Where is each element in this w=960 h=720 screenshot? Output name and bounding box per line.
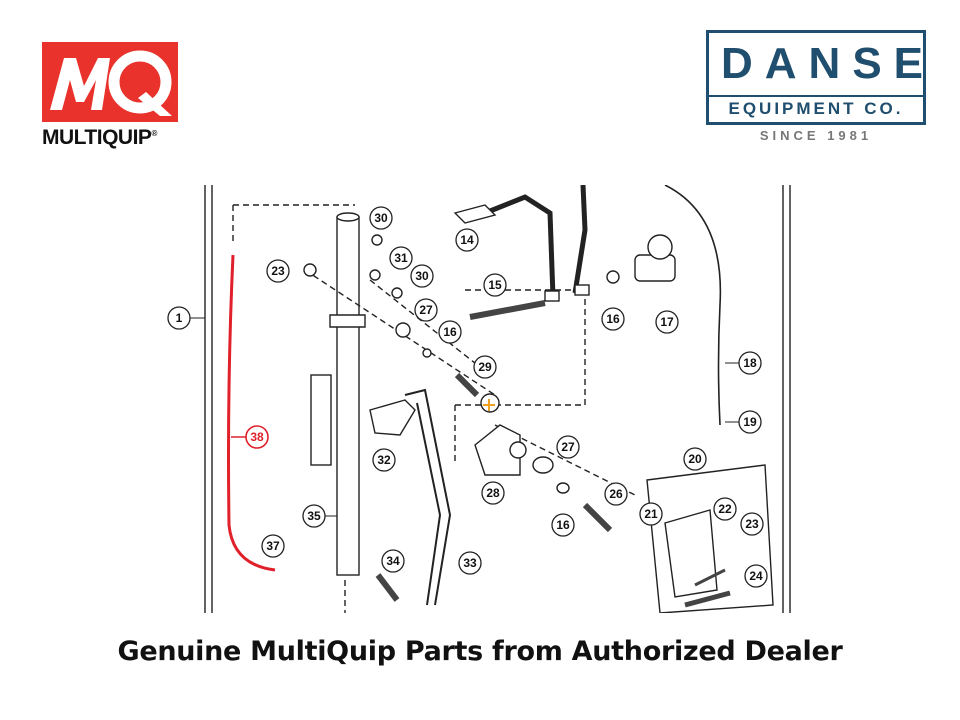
caption: Genuine MultiQuip Parts from Authorized … (117, 636, 843, 667)
svg-text:23: 23 (271, 264, 285, 278)
callout-24: 24 (744, 564, 768, 588)
center-marker (483, 399, 495, 411)
danse-subtitle: EQUIPMENT CO. (728, 99, 904, 118)
svg-text:24: 24 (749, 569, 763, 583)
svg-text:14: 14 (460, 233, 474, 247)
multiquip-wordmark: MULTIQUIP® (42, 126, 157, 149)
callout-35: 35 (302, 504, 337, 528)
callout-21: 21 (639, 502, 663, 526)
danse-name: DANSE (721, 39, 936, 88)
svg-text:27: 27 (419, 303, 433, 317)
mq-logo-badge (42, 42, 178, 122)
svg-text:16: 16 (443, 325, 457, 339)
svg-text:19: 19 (743, 415, 757, 429)
callout-38: 38 (231, 425, 269, 449)
callout-18: 18 (725, 351, 762, 375)
svg-text:38: 38 (250, 430, 264, 444)
callout-16-right: 16 (601, 307, 625, 331)
callout-23-right: 23 (740, 512, 764, 536)
callout-15: 15 (483, 273, 507, 297)
svg-text:30: 30 (415, 269, 429, 283)
svg-text:15: 15 (488, 278, 502, 292)
callout-14: 14 (455, 228, 479, 252)
mq-logo-mark (50, 50, 172, 116)
parts-diagram: 1 14 15 16 16 16 17 18 19 20 21 22 23 23… (167, 185, 791, 613)
multiquip-logo: MULTIQUIP® (42, 42, 182, 152)
danse-since: SINCE 1981 (759, 128, 873, 143)
svg-text:22: 22 (718, 502, 732, 516)
svg-text:31: 31 (394, 251, 408, 265)
callout-37: 37 (261, 534, 285, 558)
svg-text:16: 16 (556, 518, 570, 532)
svg-text:35: 35 (307, 509, 321, 523)
svg-text:32: 32 (377, 453, 391, 467)
svg-text:37: 37 (266, 539, 280, 553)
svg-text:26: 26 (609, 487, 623, 501)
svg-text:17: 17 (660, 315, 674, 329)
callout-22: 22 (713, 497, 737, 521)
svg-text:23: 23 (745, 517, 759, 531)
callout-26: 26 (604, 482, 628, 506)
callout-30-top: 30 (369, 206, 393, 230)
svg-text:18: 18 (743, 356, 757, 370)
svg-text:28: 28 (486, 486, 500, 500)
svg-text:34: 34 (386, 554, 400, 568)
callout-20: 20 (683, 447, 707, 471)
svg-text:27: 27 (561, 440, 575, 454)
callout-16-bottom: 16 (551, 513, 575, 537)
callout-17: 17 (655, 310, 679, 334)
callout-28: 28 (481, 481, 505, 505)
svg-text:29: 29 (478, 360, 492, 374)
callout-27-bottom: 27 (556, 435, 580, 459)
callout-19: 19 (725, 410, 762, 434)
svg-text:16: 16 (606, 312, 620, 326)
svg-text:20: 20 (688, 452, 702, 466)
callout-34: 34 (381, 549, 405, 573)
callout-23-left: 23 (266, 259, 290, 283)
svg-text:1: 1 (176, 311, 183, 325)
callout-31: 31 (389, 246, 413, 270)
svg-text:21: 21 (644, 507, 658, 521)
svg-text:33: 33 (463, 556, 477, 570)
highlighted-part-38 (227, 254, 276, 572)
callout-30-mid: 30 (410, 264, 434, 288)
callout-1: 1 (167, 306, 205, 330)
callout-29: 29 (473, 355, 497, 379)
callout-33: 33 (458, 551, 482, 575)
svg-text:30: 30 (374, 211, 388, 225)
callout-16-top: 16 (438, 320, 462, 344)
callout-32: 32 (372, 448, 396, 472)
danse-logo: DANSE EQUIPMENT CO. (706, 30, 926, 125)
callout-27-top: 27 (414, 298, 438, 322)
danse-divider (709, 95, 923, 97)
